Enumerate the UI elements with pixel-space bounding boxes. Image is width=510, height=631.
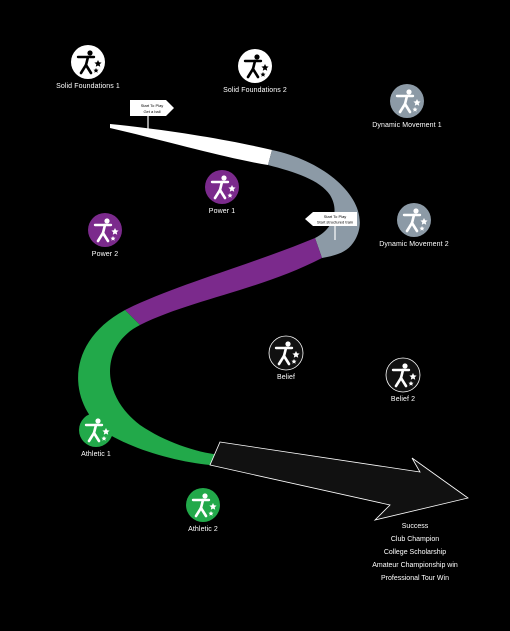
outcome-item: Club Champion	[390, 536, 440, 543]
runner-stars-icon	[84, 418, 110, 443]
stage-label-dm2: Dynamic Movement 2	[379, 241, 449, 248]
track-segment-power	[125, 238, 322, 325]
stage-badge-dm2	[397, 203, 431, 237]
track-segment-belief-arrow	[209, 441, 469, 521]
runner-stars-icon	[93, 218, 119, 243]
stage-badge-a2	[186, 488, 220, 522]
runner-stars-icon	[395, 89, 421, 114]
stage-label-a1: Athletic 1	[81, 451, 111, 458]
stage-badge-b1	[268, 335, 304, 371]
signpost-line-1: Start To Play	[141, 103, 164, 108]
stage-label-sf1: Solid Foundations 1	[56, 83, 120, 90]
stage-label-p2: Power 2	[91, 251, 119, 258]
signpost-line-1: Start To Play	[324, 214, 347, 219]
signpost-start-1: Start To Play Get a ball	[130, 100, 174, 130]
stage-badge-sf2	[238, 49, 272, 83]
stage-badge-p2	[88, 213, 122, 247]
stage-label-b2: Belief 2	[390, 396, 416, 403]
runner-stars-icon	[274, 341, 300, 366]
signpost-line-2: Start structured train	[317, 220, 353, 225]
stage-label-sf2: Solid Foundations 2	[223, 87, 287, 94]
runner-stars-icon	[210, 175, 236, 200]
signpost-start-2: Start To Play Start structured train	[305, 212, 357, 240]
stage-label-b1: Belief	[276, 374, 296, 381]
pathway-track	[78, 124, 469, 521]
signpost-line-2: Get a ball	[143, 109, 160, 114]
runner-stars-icon	[391, 363, 417, 388]
outcome-item: College Scholarship	[383, 549, 447, 556]
runner-stars-icon	[243, 54, 269, 79]
track-segment-solid-foundations	[110, 124, 272, 165]
signpost-icon	[130, 100, 166, 116]
track-segment-dynamic-movement	[268, 150, 360, 258]
stage-badge-a1	[79, 413, 113, 447]
runner-stars-icon	[402, 208, 428, 233]
stage-badge-p1	[205, 170, 239, 204]
outcome-item: Success	[401, 523, 429, 530]
runner-stars-icon	[191, 493, 217, 518]
stage-label-a2: Athletic 2	[188, 526, 218, 533]
stage-label-dm1: Dynamic Movement 1	[372, 122, 442, 129]
stage-badge-b2	[385, 357, 421, 393]
outcome-item: Amateur Championship win	[372, 562, 458, 569]
stage-badge-sf1	[71, 45, 105, 79]
outcomes-list: Success Club Champion College Scholarshi…	[330, 520, 500, 585]
stage-badges	[71, 45, 431, 522]
track-segment-athletic	[78, 310, 220, 465]
runner-stars-icon	[76, 50, 102, 75]
outcome-item: Professional Tour Win	[381, 575, 449, 582]
stage-label-p1: Power 1	[208, 208, 236, 215]
stage-badge-dm1	[390, 84, 424, 118]
